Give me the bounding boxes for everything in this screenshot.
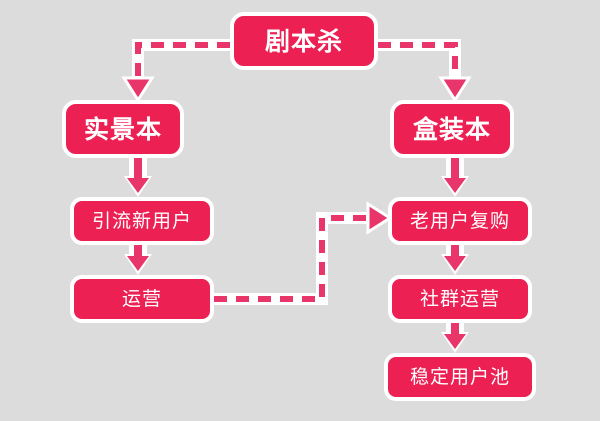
node-ops-label: 运营 [121, 287, 162, 310]
node-community[interactable]: 社群运营 [388, 275, 532, 323]
node-pool[interactable]: 稳定用户池 [384, 353, 536, 401]
edge-repeat-to-community [441, 243, 469, 275]
node-root-label: 剧本杀 [264, 26, 343, 56]
edge-community-to-pool [441, 321, 469, 353]
arrowhead-icon [444, 256, 466, 271]
node-newusers-label: 引流新用户 [91, 209, 192, 232]
edge-scene-to-newusers [124, 156, 152, 197]
node-pool-label: 稳定用户池 [409, 365, 510, 388]
edge-ops-to-repeat [214, 201, 393, 305]
node-boxed[interactable]: 盒装本 [390, 100, 514, 158]
node-repeat[interactable]: 老用户复购 [388, 197, 532, 245]
node-ops[interactable]: 运营 [70, 275, 214, 323]
node-boxed-label: 盒装本 [412, 114, 491, 144]
edge-root-to-scene [121, 39, 230, 103]
arrowhead-icon [127, 178, 149, 193]
edge-boxed-to-repeat [441, 156, 469, 197]
node-newusers[interactable]: 引流新用户 [70, 197, 214, 245]
node-scene-label: 实景本 [83, 114, 162, 144]
edge-root-to-boxed [378, 39, 472, 103]
arrowhead-icon [444, 334, 466, 349]
edge-newusers-to-ops [124, 243, 152, 275]
node-scene[interactable]: 实景本 [62, 100, 184, 158]
arrowhead-icon [366, 201, 393, 235]
arrowhead-icon [444, 178, 466, 193]
node-root[interactable]: 剧本杀 [230, 12, 378, 70]
node-repeat-label: 老用户复购 [409, 209, 510, 232]
arrowhead-icon [438, 76, 472, 103]
arrowhead-icon [127, 256, 149, 271]
node-community-label: 社群运营 [419, 287, 500, 310]
arrowhead-icon [121, 76, 155, 103]
